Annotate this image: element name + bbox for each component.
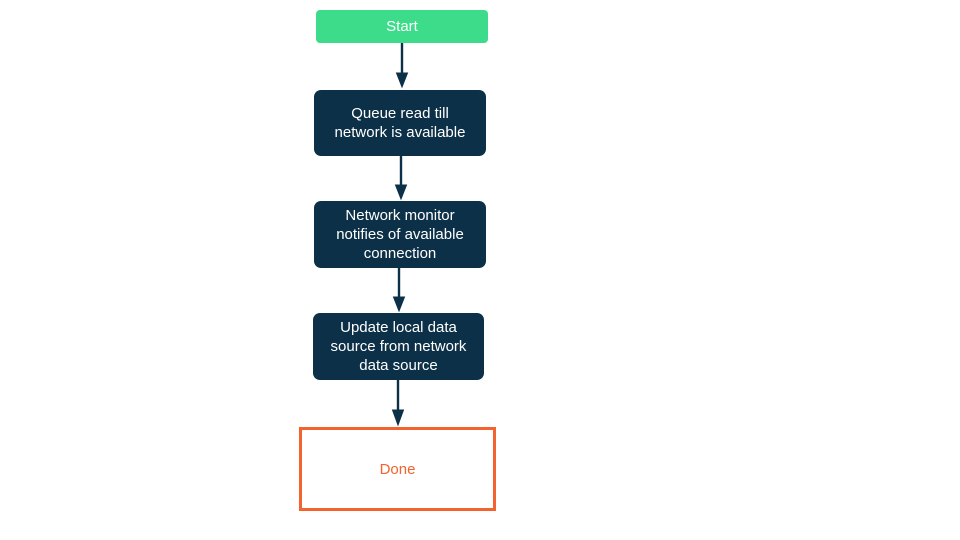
flow-node-start-label: Start xyxy=(386,18,418,35)
flow-node-done-label: Done xyxy=(379,460,416,478)
edge-step2-step3-arrow xyxy=(392,268,406,313)
flow-node-update-local-data-source-label: Update local data source from network da… xyxy=(330,319,467,374)
edge-step3-done-arrow xyxy=(391,380,405,427)
flow-node-queue-read-label: Queue read till network is available xyxy=(334,105,466,141)
flow-node-done[interactable]: Done xyxy=(299,427,496,511)
flow-node-update-local-data-source[interactable]: Update local data source from network da… xyxy=(313,313,484,380)
flow-node-network-monitor-label: Network monitor notifies of available co… xyxy=(336,207,464,262)
flow-node-queue-read[interactable]: Queue read till network is available xyxy=(314,90,486,156)
edge-step1-step2-arrow xyxy=(394,156,408,201)
flow-node-start[interactable]: Start xyxy=(316,10,488,43)
flow-node-network-monitor[interactable]: Network monitor notifies of available co… xyxy=(314,201,486,268)
edge-start-step1-arrow xyxy=(395,43,409,89)
